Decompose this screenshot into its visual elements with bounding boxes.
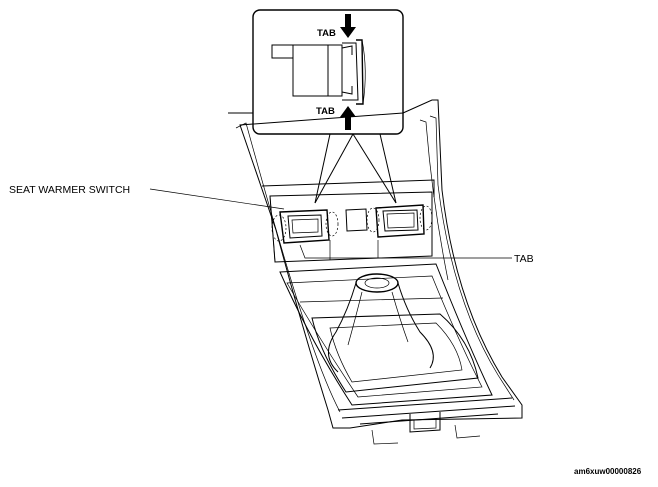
seat-warmer-switch-left	[271, 209, 339, 244]
seat-warmer-switch-label: SEAT WARMER SWITCH	[9, 184, 130, 196]
callout-frame	[252, 9, 404, 135]
tab-bottom-label: TAB	[316, 106, 335, 117]
shift-boot	[311, 273, 479, 393]
center-console	[228, 99, 523, 445]
blank-plate	[345, 208, 368, 232]
callout-pointer-lines	[314, 133, 397, 204]
tab-right-label: TAB	[514, 253, 534, 265]
figure-code: am6xuw00000826	[574, 467, 642, 476]
tab-arrow-up	[340, 106, 356, 130]
seat-warmer-switch-right	[366, 204, 433, 238]
tab-leader-line	[299, 244, 512, 259]
tab-arrow-down	[340, 14, 356, 38]
tab-top-label: TAB	[317, 28, 336, 39]
detail-callout: TAB TAB	[252, 9, 404, 135]
switch-side-view	[271, 39, 366, 105]
seat-warmer-leader-line	[149, 188, 285, 210]
